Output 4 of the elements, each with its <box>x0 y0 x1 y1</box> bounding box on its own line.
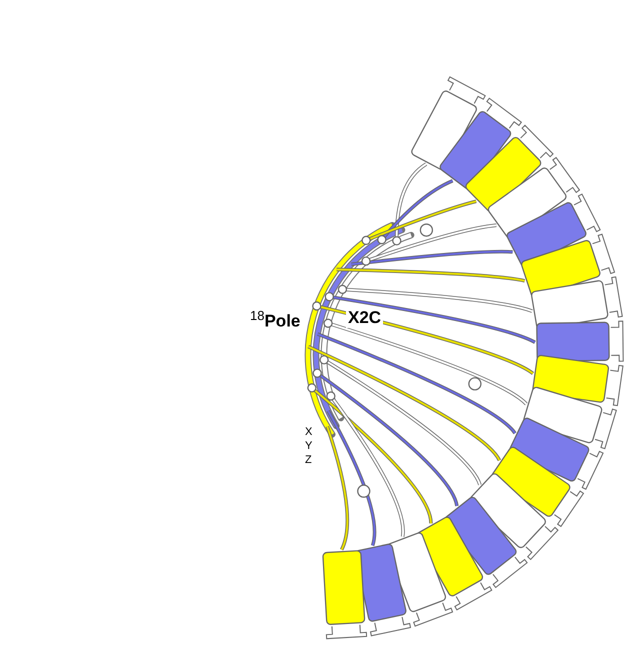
winding-type-label: X2C <box>346 308 384 328</box>
phase-label: X <box>305 427 312 438</box>
phase-label: Y <box>305 441 312 452</box>
phase-label: Z <box>305 455 312 466</box>
